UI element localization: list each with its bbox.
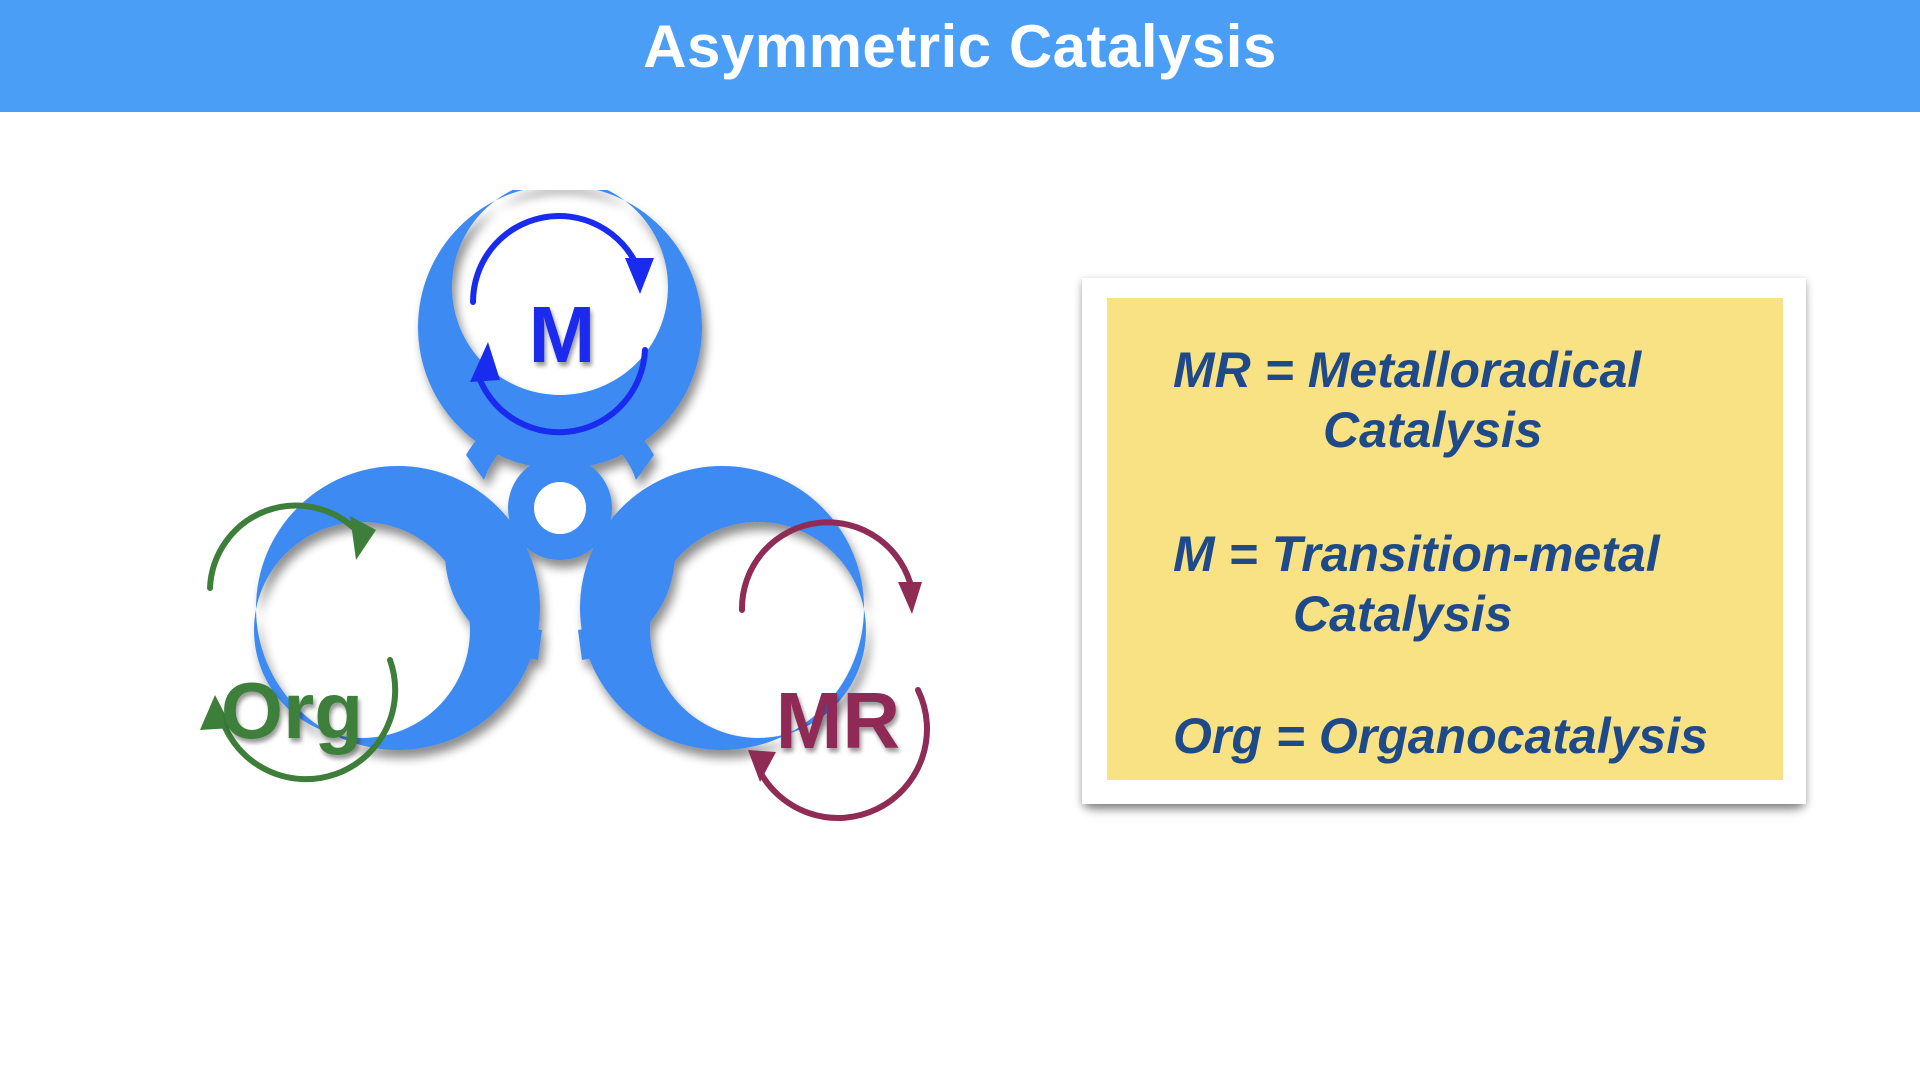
legend-m-line2: Catalysis: [1293, 586, 1513, 642]
biohazard-cutouts: [534, 482, 586, 534]
org-arrowheads: [200, 516, 376, 730]
slide-title: Asymmetric Catalysis: [643, 13, 1277, 80]
org-cycle: [207, 502, 399, 783]
legend-org-line: Org = Organocatalysis: [1173, 708, 1708, 764]
m-arrowheads: [470, 258, 654, 382]
legend-panel: MR = Metalloradical Catalysis M = Transi…: [1107, 298, 1783, 780]
mr-label: MR: [776, 676, 900, 765]
legend-m-line1: M = Transition-metal: [1173, 526, 1660, 582]
m-cycle: [470, 212, 648, 436]
org-label: Org: [221, 666, 363, 755]
mr-arrowheads: [748, 582, 922, 782]
mr-cycle: [738, 519, 930, 821]
catalysis-diagram: M Org MR: [170, 190, 950, 890]
m-label: M: [529, 290, 596, 379]
legend-mr-line2: Catalysis: [1323, 402, 1543, 458]
title-bar: [0, 0, 1920, 112]
legend-mr-line1: MR = Metalloradical: [1173, 342, 1642, 398]
legend-card: MR = Metalloradical Catalysis M = Transi…: [1082, 278, 1806, 804]
